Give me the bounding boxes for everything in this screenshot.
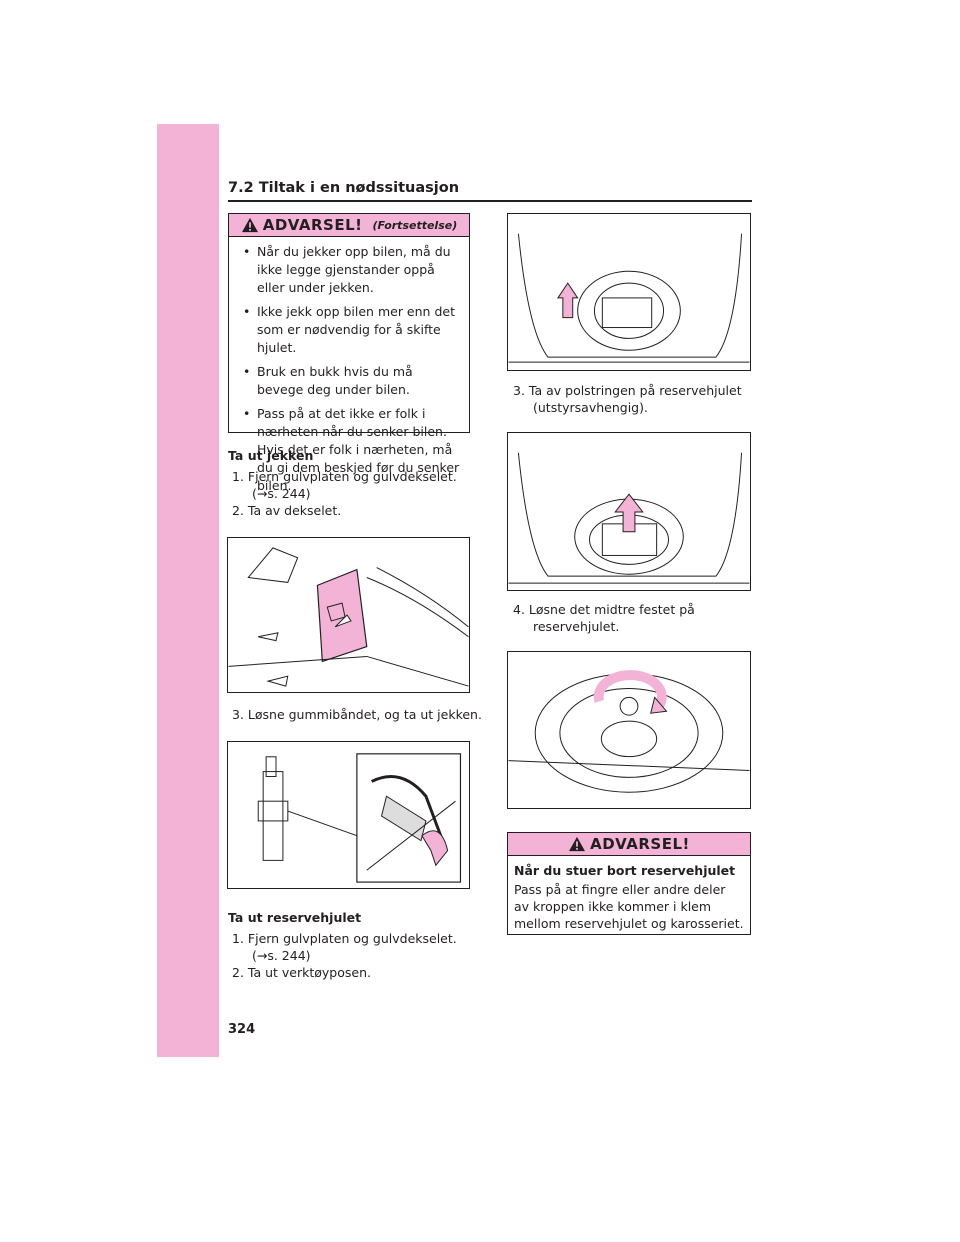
spare-step-3-cont: (utstyrsavhengig). [533,400,648,415]
warning-header: ADVARSEL! (Fortsettelse) [229,214,469,237]
jack-illustration [257,753,462,883]
spare-step-3-text: 3. Ta av polstringen på reservehjulet [513,383,742,398]
spare-step-1-text: 1. Fjern gulvplaten og gulvdekselet. [232,931,457,946]
spare-step-4: 4. Løsne det midtre festet på reservehju… [513,601,695,635]
warning-triangle-icon [569,836,586,852]
page-number: 324 [228,1022,256,1037]
jack-step-1-ref: (→s. 244) [252,486,311,501]
warning-box-spare: ADVARSEL! Når du stuer bort reservehjule… [507,832,751,935]
spare-step-4-text: 4. Løsne det midtre festet på [513,602,695,617]
spare-step-4-cont: reservehjulet. [533,619,620,634]
warning-bullet: Ikke jekk opp bilen mer enn det som er n… [241,303,461,357]
warning-triangle-icon [241,217,258,233]
figure-padding-removal [507,432,751,591]
warning-bullet: Bruk en bukk hvis du må bevege deg under… [241,363,461,399]
trunk-illustration-2 [508,452,750,584]
jack-step-1-text: 1. Fjern gulvplaten og gulvdekselet. [232,469,457,484]
trunk-illustration-1 [508,233,750,363]
warning-header: ADVARSEL! [508,833,750,856]
spare-step-3: 3. Ta av polstringen på reservehjulet (u… [513,382,742,416]
spare-step-2: 2. Ta ut verktøyposen. [232,965,371,980]
warning-title: ADVARSEL! [590,835,690,853]
spare-step-1-ref: (→s. 244) [252,948,311,963]
jack-step-1: 1. Fjern gulvplaten og gulvdekselet. (→s… [232,468,457,502]
figure-center-fastener [507,651,751,809]
cover-illustration [228,547,469,687]
warning-heading: Når du stuer bort reservehjulet [514,863,736,878]
warning-bullet: Når du jekker opp bilen, må du ikke legg… [241,243,461,297]
warning-bullet: Pass på at det ikke er folk i nærheten n… [241,405,461,495]
warning-title: ADVARSEL! [262,216,363,234]
figure-jack-removal [227,741,470,889]
figure-cover-removal [227,537,470,693]
warning-subtitle: (Fortsettelse) [372,218,458,232]
section-header: 7.2 Tiltak i en nødssituasjon [228,180,460,196]
spare-step-1: 1. Fjern gulvplaten og gulvdekselet. (→s… [232,930,457,964]
figure-tool-bag [507,213,751,371]
warning-bullet-list: Når du jekker opp bilen, må du ikke legg… [229,237,469,505]
chapter-tab [157,124,219,1057]
spare-wheel-illustration [508,670,750,793]
header-divider [228,200,752,202]
warning-box-continued: ADVARSEL! (Fortsettelse) Når du jekker o… [228,213,470,493]
spare-section-title: Ta ut reservehjulet [228,910,362,925]
jack-step-2: 2. Ta av dekselet. [232,503,342,518]
jack-section-title: Ta ut jekken [228,448,314,463]
warning-body: Når du stuer bort reservehjulet Pass på … [508,856,750,940]
jack-step-3: 3. Løsne gummibåndet, og ta ut jekken. [232,707,482,722]
warning-text: Pass på at fingre eller andre deler av k… [514,882,744,931]
